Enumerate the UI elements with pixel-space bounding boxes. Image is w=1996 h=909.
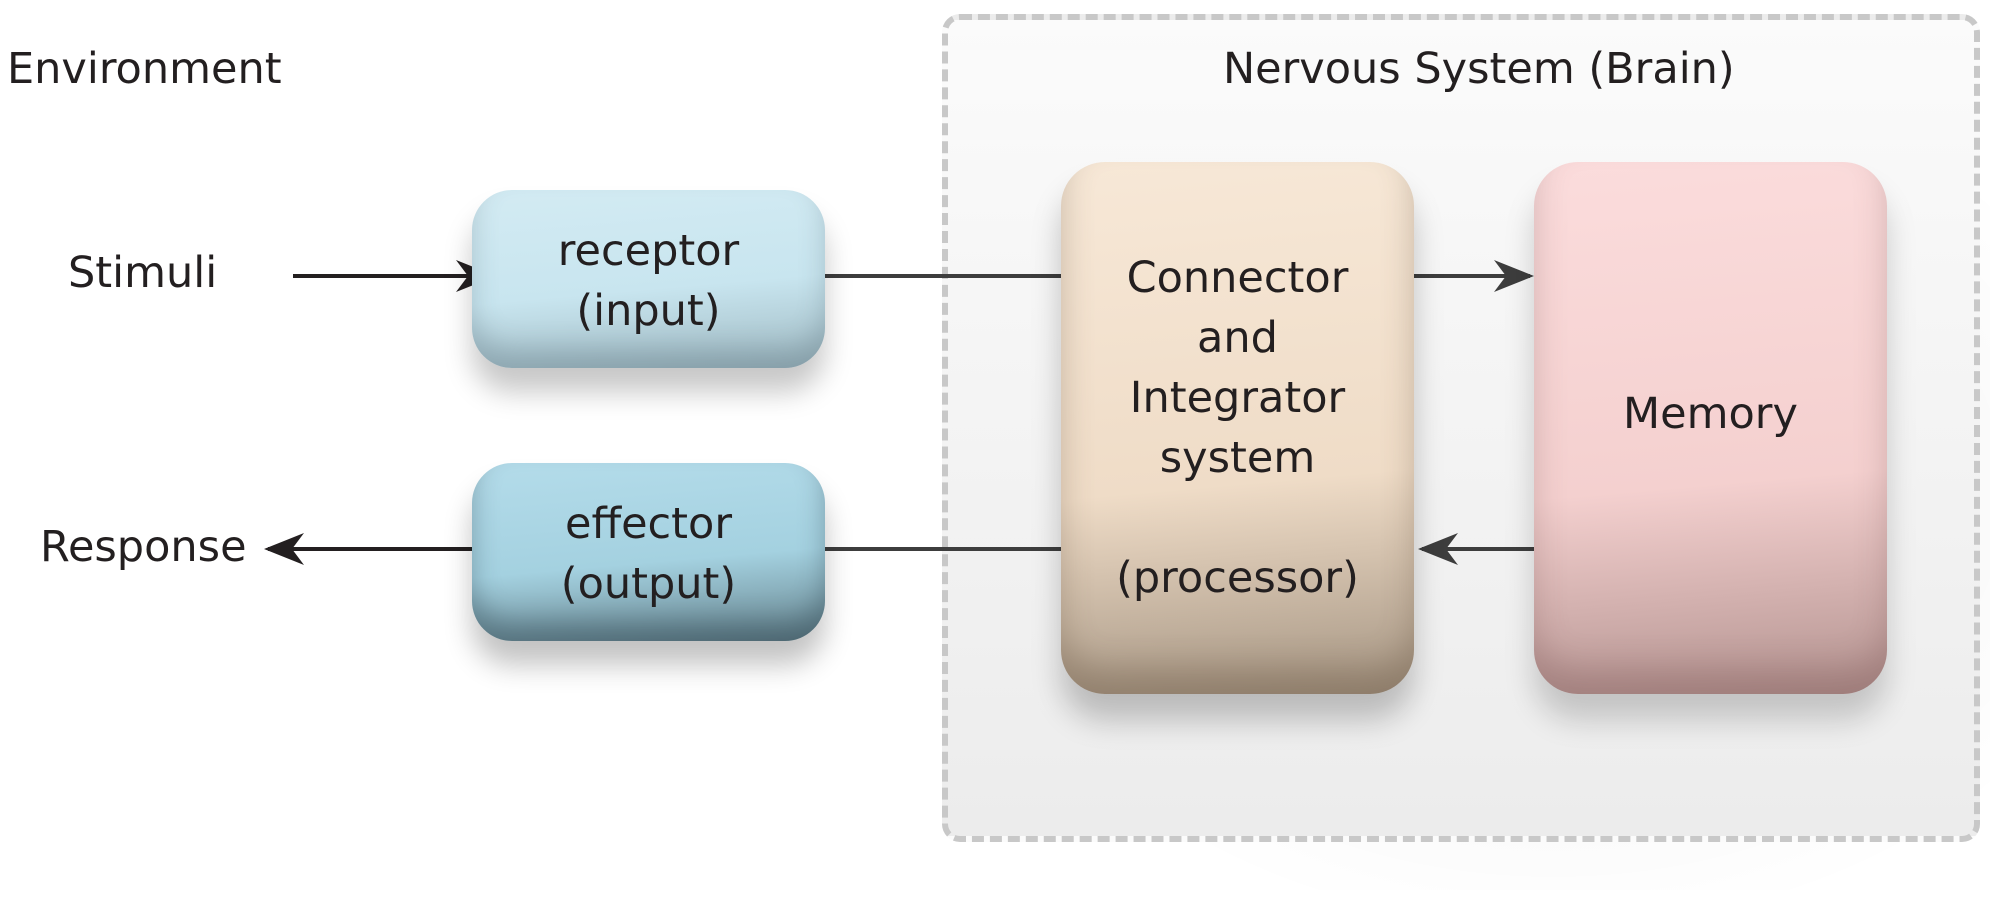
receptor-label: receptor: [557, 226, 740, 276]
connector-label-line3: Integrator: [1129, 373, 1346, 423]
memory-label: Memory: [1623, 389, 1798, 439]
receptor-box: receptor (input): [472, 190, 825, 368]
connector-label-line4: system: [1159, 433, 1316, 483]
connector-label-line5: (processor): [1116, 553, 1359, 603]
connector-integrator-box: Connector and Integrator system (process…: [1061, 162, 1414, 694]
connector-label-line2: and: [1197, 313, 1278, 363]
stimuli-label: Stimuli: [68, 248, 218, 298]
effector-label: effector: [564, 499, 733, 549]
receptor-sublabel: (input): [576, 286, 721, 336]
effector-sublabel: (output): [560, 559, 737, 609]
response-label: Response: [40, 522, 247, 572]
nervous-system-label: Nervous System (Brain): [1223, 44, 1735, 94]
effector-box: effector (output): [472, 463, 825, 641]
connector-label-line1: Connector: [1126, 253, 1349, 303]
environment-label: Environment: [7, 44, 282, 94]
memory-box: Memory: [1534, 162, 1887, 694]
